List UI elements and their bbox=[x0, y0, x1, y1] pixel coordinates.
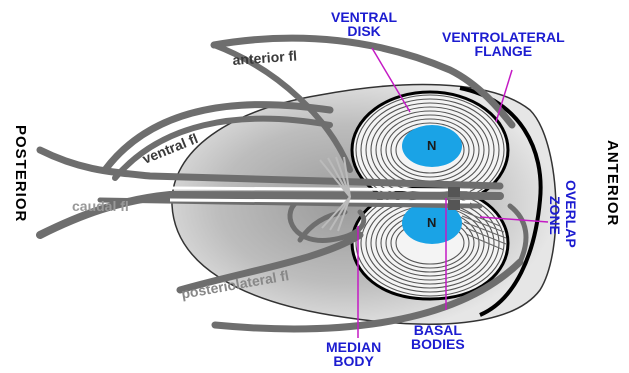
ventral-disk-label: VENTRAL DISK bbox=[331, 10, 397, 38]
posterior-label: POSTERIOR bbox=[13, 125, 28, 222]
median-body-label: MEDIAN BODY bbox=[326, 340, 381, 368]
ventrolateral-flange-label: VENTROLATERAL FLANGE bbox=[442, 30, 565, 58]
nucleus-lower-label: N bbox=[427, 215, 436, 230]
caudal-flagellum-label: caudal fl bbox=[72, 198, 129, 214]
basal-bodies-label: BASAL BODIES bbox=[411, 323, 465, 351]
anterior-label: ANTERIOR bbox=[605, 140, 620, 226]
overlap-zone-label: OVERLAP ZONE bbox=[560, 180, 580, 300]
nucleus-upper-label: N bbox=[427, 138, 436, 153]
